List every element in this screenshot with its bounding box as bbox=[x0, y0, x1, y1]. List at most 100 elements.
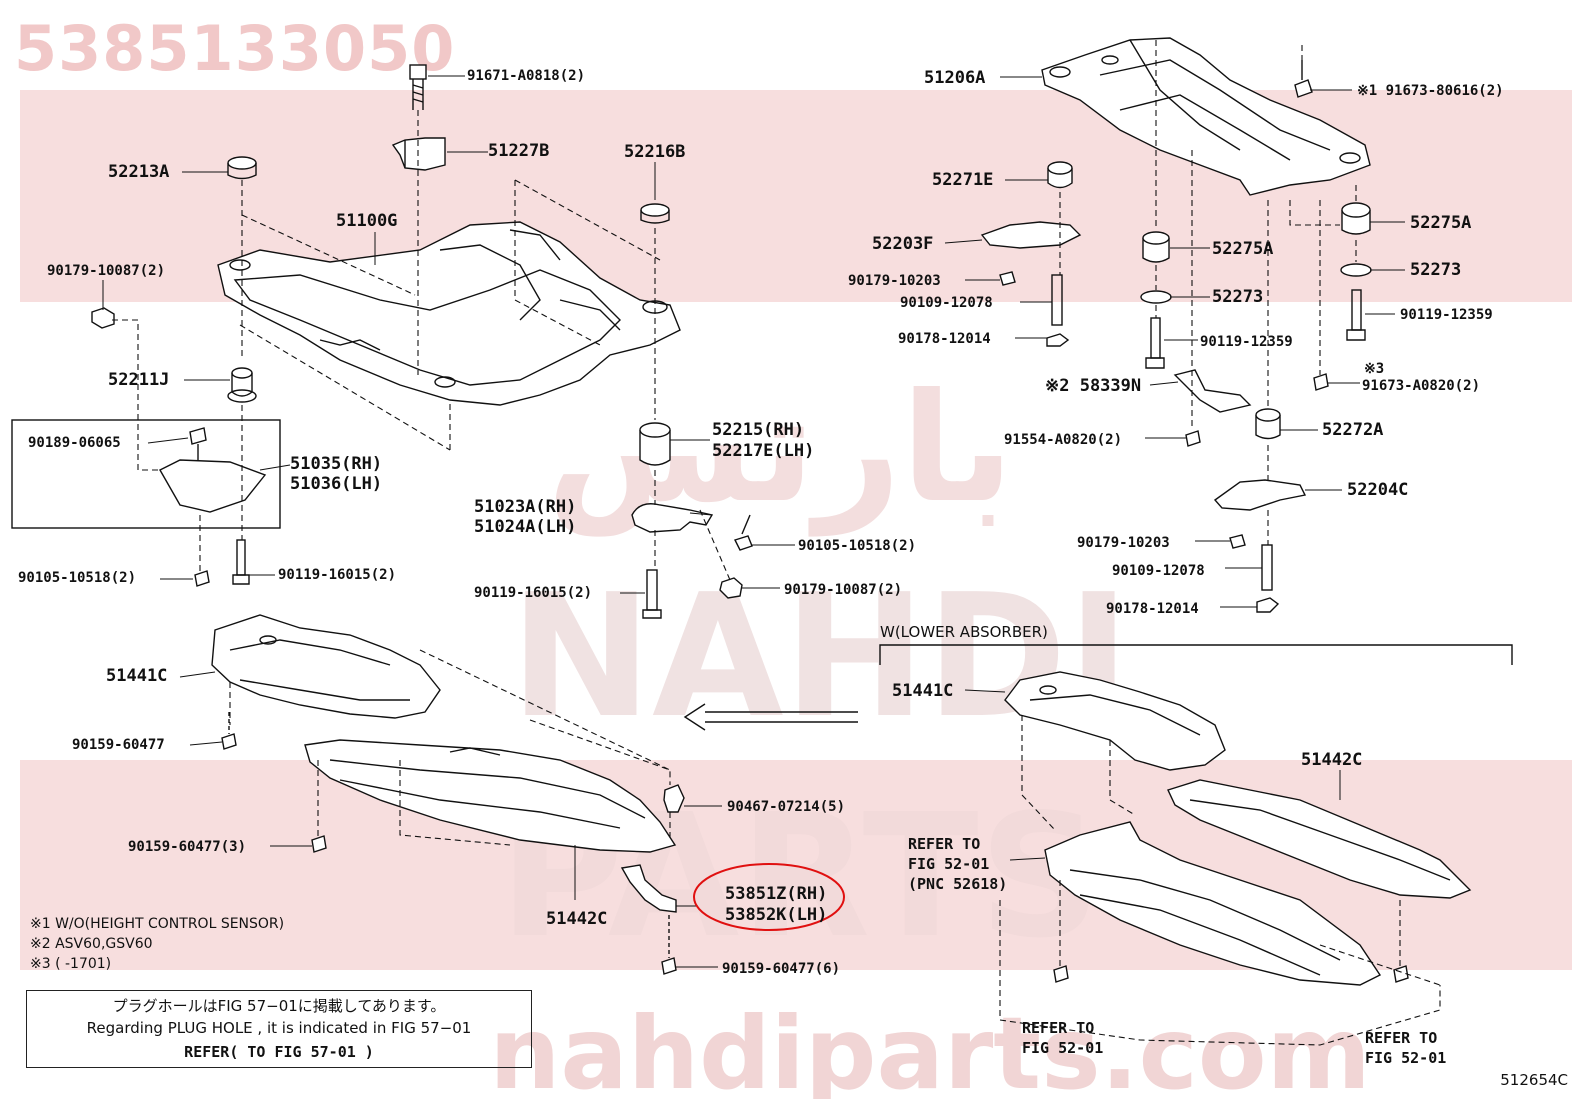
label-90109-12078-top: 90109-12078 bbox=[900, 295, 993, 311]
label-51035-rh: 51035(RH) bbox=[290, 454, 383, 474]
label-52217e-lh: 52217E(LH) bbox=[712, 441, 815, 461]
refer-fig-52-01-corner[interactable]: REFER TO FIG 52-01 bbox=[1365, 1028, 1446, 1068]
label-90159-60477-6: 90159-60477(6) bbox=[722, 961, 841, 977]
label-52203f: 52203F bbox=[872, 234, 934, 254]
message-refer-text: REFER( TO FIG 57-01 ) bbox=[184, 1043, 374, 1061]
label-90119-16015-left: 90119-16015(2) bbox=[278, 567, 397, 583]
nut-90179-left bbox=[91, 307, 115, 329]
bracket-51227b bbox=[391, 137, 446, 171]
label-90119-12359-right: 90119-12359 bbox=[1400, 307, 1493, 323]
bolt-90119-r1 bbox=[1145, 317, 1165, 369]
lower-absorber-label: W(LOWER ABSORBER) bbox=[880, 623, 1048, 641]
cushion-52216b bbox=[640, 203, 670, 224]
refer-line-2: FIG 52-01 bbox=[908, 855, 990, 873]
label-52215-rh: 52215(RH) bbox=[712, 420, 805, 440]
refer-line-2: FIG 52-01 bbox=[1365, 1049, 1447, 1067]
label-90178-12014-low: 90178-12014 bbox=[1106, 601, 1199, 617]
bracket-51035 bbox=[11, 419, 281, 529]
guide-lines-left bbox=[112, 110, 731, 581]
label-90109-12078-low: 90109-12078 bbox=[1112, 563, 1205, 579]
label-90159-60477-left: 90159-60477 bbox=[72, 737, 165, 753]
nut-90179-r1 bbox=[999, 271, 1016, 286]
cushion-52211j bbox=[227, 367, 257, 403]
cushion-52272a bbox=[1255, 408, 1281, 440]
refer-line-2: FIG 52-01 bbox=[1022, 1039, 1104, 1057]
label-90178-12014-top: 90178-12014 bbox=[898, 331, 991, 347]
bracket-52204c bbox=[1213, 479, 1307, 511]
refer-fig-52-01-bottom[interactable]: REFER TO FIG 52-01 bbox=[1022, 1018, 1103, 1058]
under-cover-51442c-left bbox=[304, 739, 677, 853]
watermark-url: nahdiparts.com bbox=[489, 995, 1371, 1099]
label-90105-10518-mid: 90105-10518(2) bbox=[798, 538, 917, 554]
label-90179-10087-left: 90179-10087(2) bbox=[47, 263, 166, 279]
label-51442c-right: 51442C bbox=[1301, 750, 1363, 770]
rear-member-51206a bbox=[1041, 37, 1371, 196]
note-3: ※3 ( -1701) bbox=[30, 956, 112, 972]
crossmember-51100g bbox=[217, 221, 681, 406]
label-52275a-right: 52275A bbox=[1410, 213, 1472, 233]
cushion-52213a bbox=[227, 156, 257, 180]
bracket-52203f bbox=[980, 221, 1082, 249]
bolt-90159-left bbox=[221, 712, 237, 750]
label-58339n: ※2 58339N bbox=[1045, 376, 1142, 396]
nut-90178-r1 bbox=[1046, 333, 1070, 347]
message-jp: プラグホールはFIG 57−01に掲載してあります。 bbox=[112, 997, 446, 1015]
stopper-51023a bbox=[631, 503, 714, 533]
guide-lines-lower-right bbox=[999, 715, 1441, 1046]
label-90179-10203-low: 90179-10203 bbox=[1077, 535, 1170, 551]
bracket-53851 bbox=[620, 864, 677, 913]
label-52211j: 52211J bbox=[108, 370, 170, 390]
label-52213a: 52213A bbox=[108, 162, 170, 182]
watermark-arabic: بارتس bbox=[546, 362, 1013, 537]
label-51206a: 51206A bbox=[924, 68, 986, 88]
note-2: ※2 ASV60,GSV60 bbox=[30, 936, 153, 952]
leader-lines bbox=[102, 75, 1405, 968]
label-90159-60477-3: 90159-60477(3) bbox=[128, 839, 247, 855]
page-title: 5385133050 bbox=[14, 12, 456, 85]
bolt-90119-r2 bbox=[1346, 289, 1366, 341]
bolt-90159-mid bbox=[311, 835, 327, 853]
label-90105-10518-left: 90105-10518(2) bbox=[18, 570, 137, 586]
label-91554-a0820: 91554-A0820(2) bbox=[1004, 432, 1123, 448]
bolt-91673-a0820 bbox=[1313, 373, 1329, 391]
label-52272a: 52272A bbox=[1322, 420, 1384, 440]
label-note3-mark: ※3 bbox=[1364, 361, 1385, 377]
cushion-52275a-mid bbox=[1142, 231, 1170, 263]
bracket-58339n bbox=[1173, 369, 1252, 413]
label-90179-10087-mid: 90179-10087(2) bbox=[784, 582, 903, 598]
nut-90179-r2 bbox=[1229, 534, 1246, 549]
bolt-91671 bbox=[409, 64, 427, 110]
label-53851z-rh: 53851Z(RH) bbox=[725, 884, 828, 904]
bolt-90159-low bbox=[661, 915, 677, 975]
refer-line-3: (PNC 52618) bbox=[908, 875, 1008, 893]
label-51442c-left: 51442C bbox=[546, 909, 608, 929]
lower-absorber-bracket-line bbox=[879, 644, 1513, 665]
bolt-90105 bbox=[734, 514, 753, 551]
direction-arrow bbox=[683, 703, 858, 731]
label-53852k-lh: 53852K(LH) bbox=[725, 905, 828, 925]
bolt-90105-left bbox=[194, 570, 210, 587]
label-51227b: 51227B bbox=[488, 141, 550, 161]
cushion-52215 bbox=[639, 422, 671, 466]
cushion-52271e bbox=[1047, 161, 1073, 189]
label-52273-right: 52273 bbox=[1410, 260, 1462, 280]
guide-lines-lower-left bbox=[229, 649, 671, 846]
label-52275a-mid: 52275A bbox=[1212, 239, 1274, 259]
refer-line-1: REFER TO bbox=[1365, 1029, 1438, 1047]
figure-id: 512654C bbox=[1500, 1071, 1568, 1089]
plug-hole-message-box: プラグホールはFIG 57−01に掲載してあります。 Regarding PLU… bbox=[26, 990, 532, 1068]
refer-fig-52-01-main[interactable]: REFER TO FIG 52-01 (PNC 52618) bbox=[908, 834, 1007, 894]
label-52204c: 52204C bbox=[1347, 480, 1409, 500]
nut-90178-r2 bbox=[1256, 597, 1280, 613]
label-52216b: 52216B bbox=[624, 142, 686, 162]
label-90179-10203-top: 90179-10203 bbox=[848, 273, 941, 289]
label-91673-80616: ※1 91673-80616(2) bbox=[1357, 83, 1504, 99]
stud-90109-r1 bbox=[1051, 274, 1063, 326]
washer-52273-mid bbox=[1140, 290, 1172, 304]
bolt-90119-left bbox=[232, 539, 250, 585]
cushion-52275a-right bbox=[1341, 202, 1371, 235]
note-1: ※1 W/O(HEIGHT CONTROL SENSOR) bbox=[30, 916, 285, 932]
message-refer[interactable]: REFER( TO FIG 57-01 ) bbox=[27, 1043, 531, 1061]
highlight-circle bbox=[693, 863, 845, 931]
